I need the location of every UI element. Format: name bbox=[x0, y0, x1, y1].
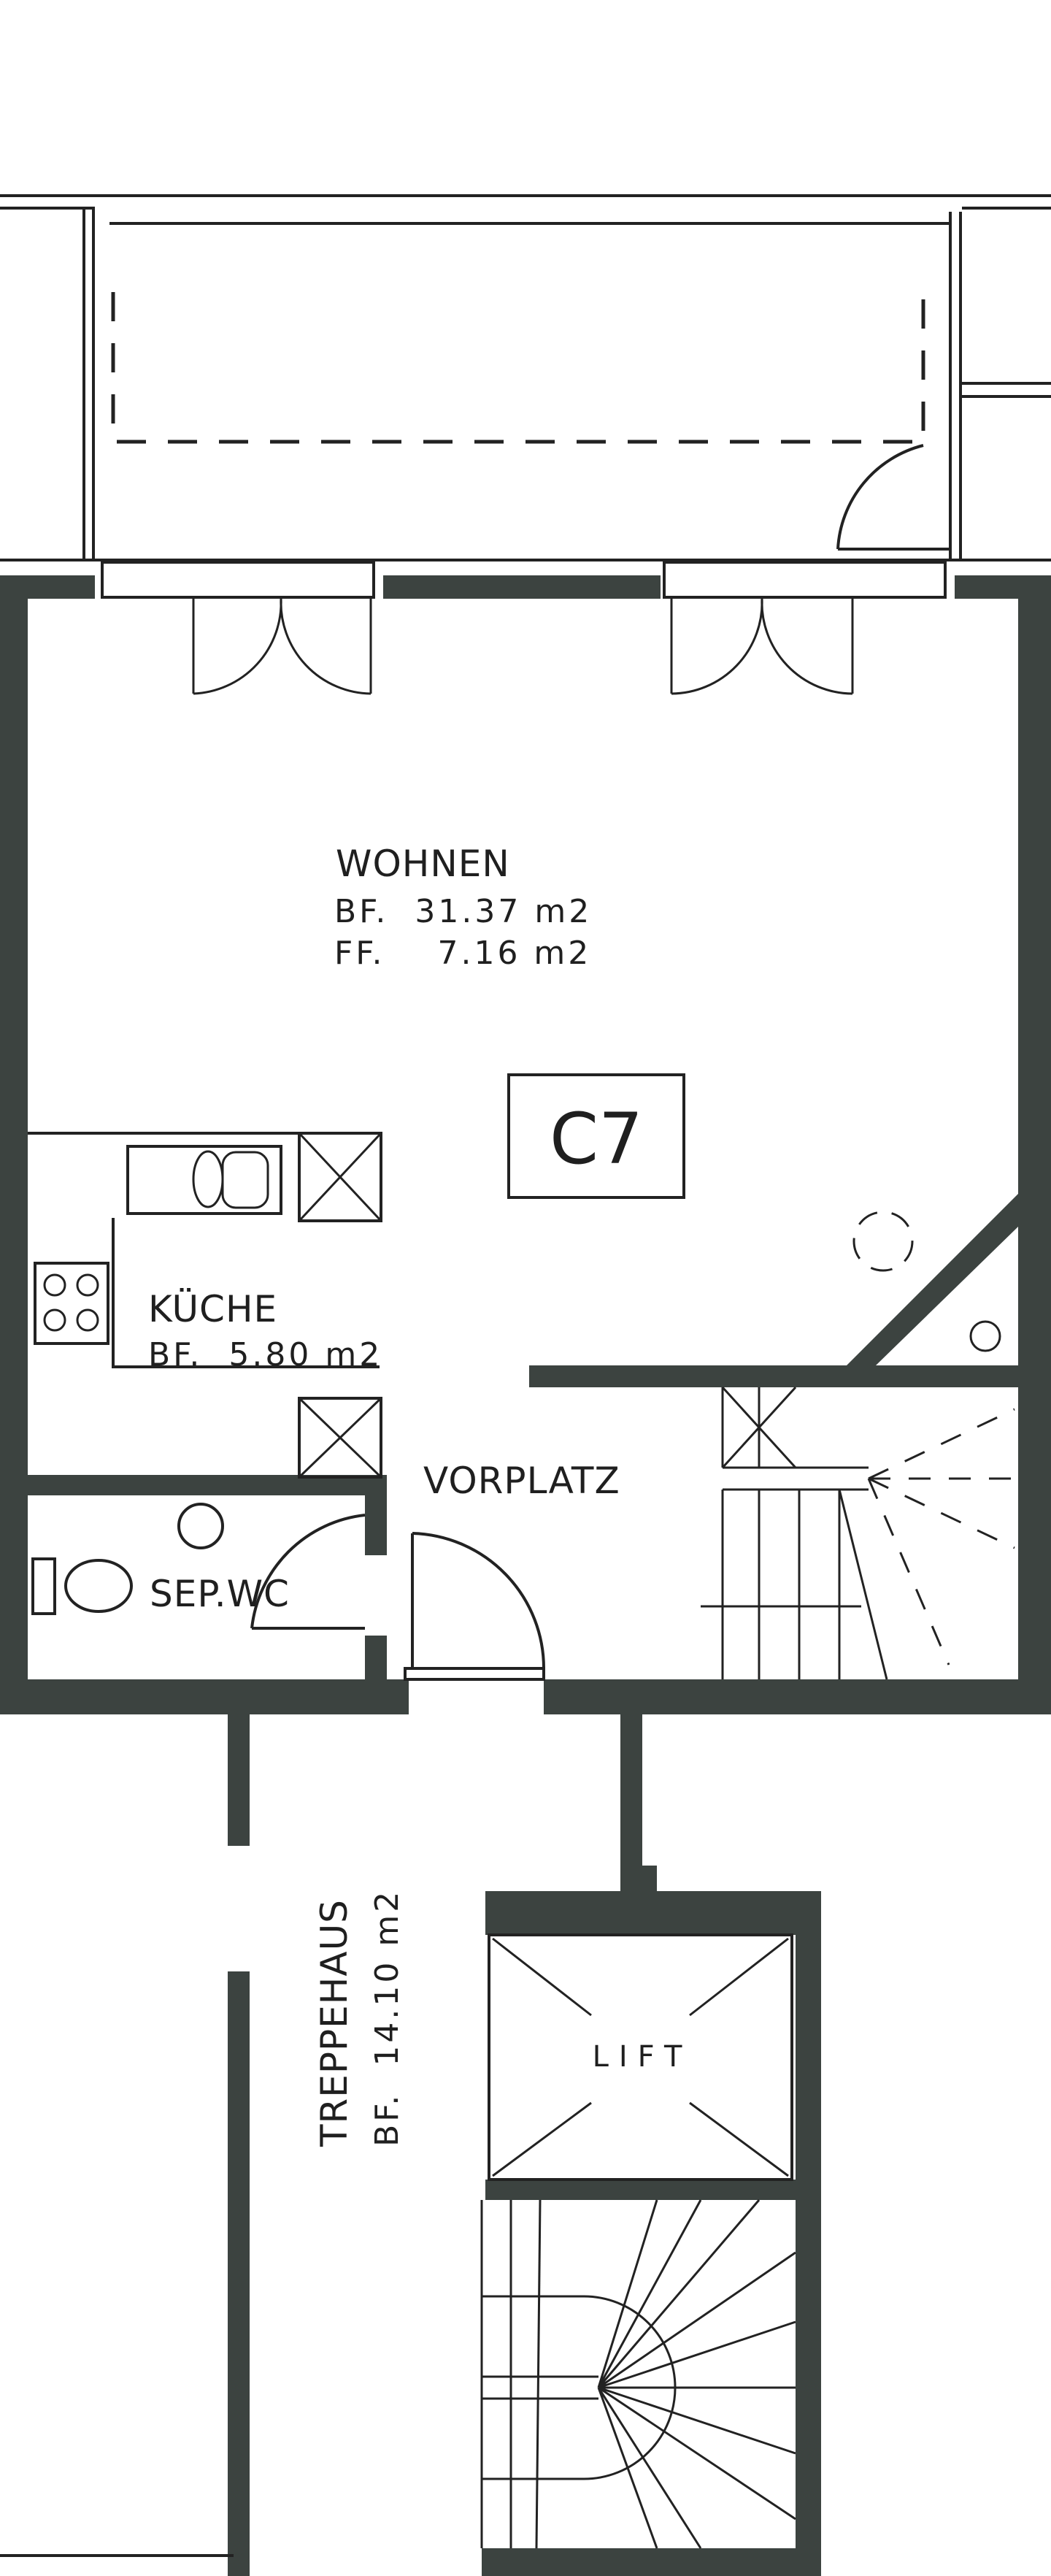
room-label-wc: SEP.WC bbox=[150, 1573, 290, 1615]
room-area-treppehaus: BF. 14.10 m2 bbox=[369, 1889, 406, 2147]
room-label-treppehaus: TREPPEHAUS bbox=[313, 1899, 355, 2147]
room-area-wohnen-bf: BF. 31.37 m2 bbox=[334, 893, 592, 930]
kitchen-fixtures bbox=[28, 1132, 382, 1479]
treppehaus-fixtures bbox=[0, 1933, 796, 2557]
room-area-kueche: BF. 5.80 m2 bbox=[148, 1336, 382, 1373]
balcony bbox=[0, 194, 1051, 561]
wc-fixtures bbox=[31, 1503, 545, 1681]
window-doors bbox=[101, 561, 947, 695]
unit-label: C7 bbox=[550, 1098, 643, 1180]
room-area-wohnen-ff: FF. 7.16 m2 bbox=[334, 935, 591, 972]
walls bbox=[0, 575, 1051, 2576]
labels: WOHNEN BF. 31.37 m2 FF. 7.16 m2 C7 KÜCHE… bbox=[148, 843, 693, 2147]
room-label-wohnen: WOHNEN bbox=[336, 843, 510, 885]
room-label-kueche: KÜCHE bbox=[148, 1288, 277, 1330]
lift-label: LIFT bbox=[593, 2040, 693, 2074]
unit-stair bbox=[701, 1211, 1018, 1680]
room-label-vorplatz: VORPLATZ bbox=[423, 1460, 620, 1502]
unit-label-box bbox=[507, 1073, 685, 1199]
